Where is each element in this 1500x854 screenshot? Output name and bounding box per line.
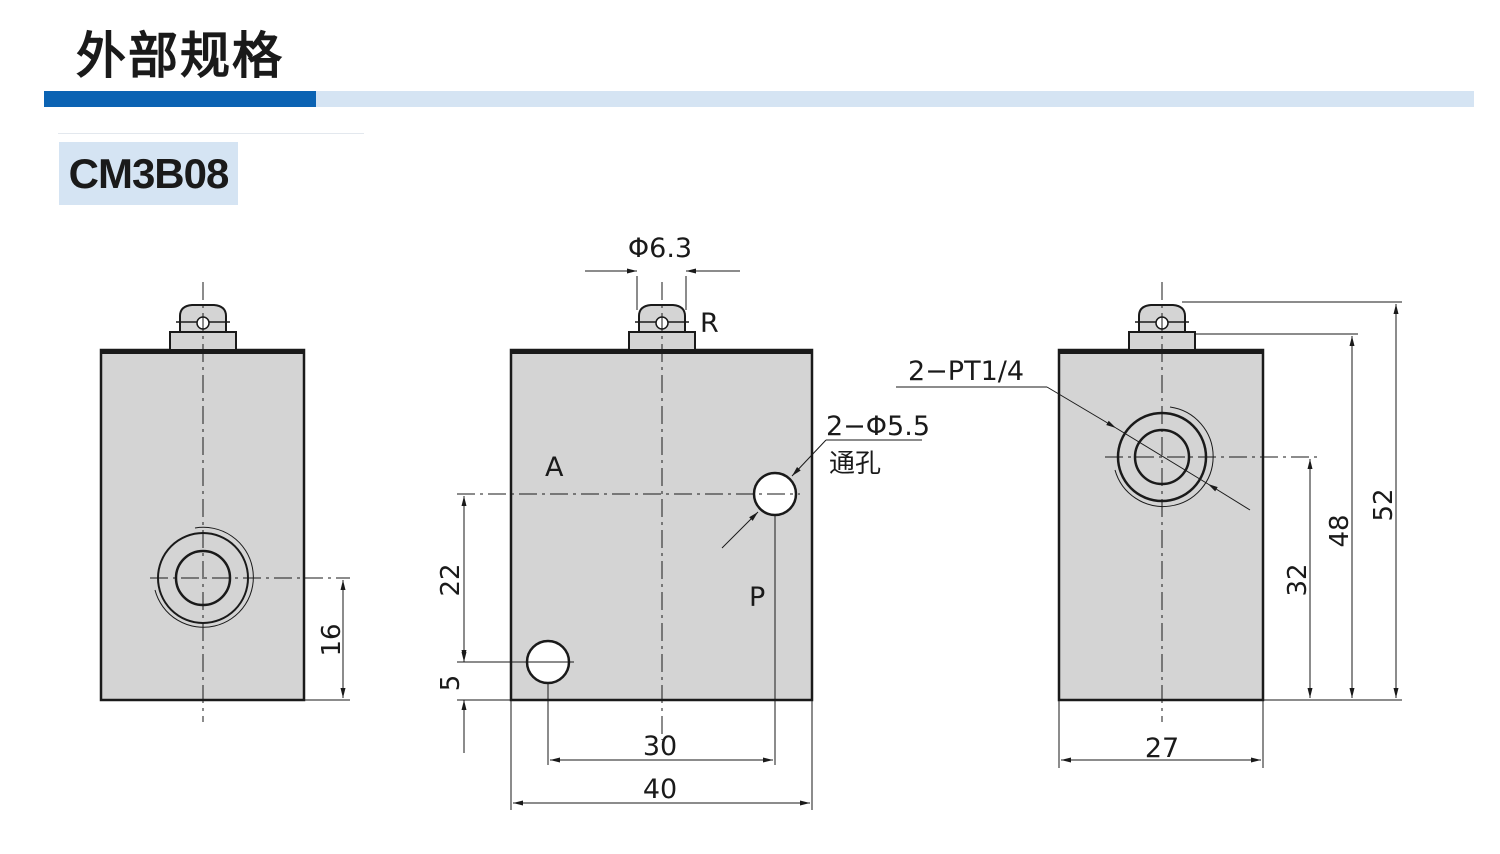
dim-30: 30 xyxy=(643,731,677,762)
dim-5: 5 xyxy=(436,675,466,692)
dim-32: 32 xyxy=(1283,563,1313,596)
front-view: Φ6.3 R 2−Φ5.5 通孔 A P 22 5 30 40 xyxy=(436,233,930,810)
dim-48: 48 xyxy=(1325,514,1355,547)
left-side-view: 16 xyxy=(99,282,350,722)
section-title: 外部规格 xyxy=(76,27,284,85)
dim-27: 27 xyxy=(1145,733,1179,764)
dim-hole-callout: 2−Φ5.5 xyxy=(826,411,930,442)
title-rule-light xyxy=(316,91,1474,107)
label-a: A xyxy=(545,452,564,483)
dim-port-thread: 2−PT1/4 xyxy=(908,356,1024,387)
subtitle-divider xyxy=(58,133,364,134)
label-p: P xyxy=(749,582,765,613)
dim-22: 22 xyxy=(436,563,466,596)
right-port-inner xyxy=(1133,428,1191,486)
title-rule-accent xyxy=(44,91,316,107)
right-port-outer xyxy=(1116,411,1208,503)
label-r: R xyxy=(700,308,719,339)
dim-hole-note: 通孔 xyxy=(829,449,881,479)
dim-52: 52 xyxy=(1369,488,1399,521)
right-side-view: 2−PT1/4 32 48 52 27 xyxy=(896,282,1402,768)
dim-40: 40 xyxy=(643,774,677,805)
model-badge: CM3B08 xyxy=(59,142,238,205)
dim-left-16: 16 xyxy=(317,623,347,656)
right-body xyxy=(1057,348,1265,702)
dim-exhaust-diameter: Φ6.3 xyxy=(628,233,692,264)
